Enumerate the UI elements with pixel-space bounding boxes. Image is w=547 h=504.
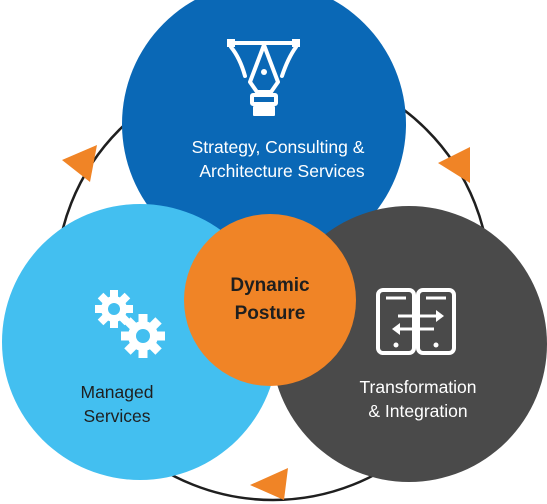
mobile-transfer-icon [376, 288, 456, 355]
managed-label-line2: Services [83, 406, 150, 426]
cycle-arrow-right [438, 147, 470, 183]
cycle-arrow-bottom [250, 468, 288, 500]
center-label-line2: Posture [235, 303, 306, 324]
transformation-label-line2: & Integration [368, 401, 467, 421]
strategy-label-line2: Architecture Services [199, 161, 365, 181]
strategy-label-line1: Strategy, Consulting & [192, 137, 365, 157]
center-circle [184, 214, 356, 386]
gears-icon [95, 290, 165, 358]
cycle-arrow-left [62, 145, 97, 182]
pen-tool-icon [227, 39, 300, 116]
center-label-line1: Dynamic [230, 275, 310, 296]
transformation-label-line1: Transformation [359, 377, 476, 397]
managed-label-line1: Managed [81, 382, 154, 402]
node-strategy-circle [122, 0, 406, 266]
